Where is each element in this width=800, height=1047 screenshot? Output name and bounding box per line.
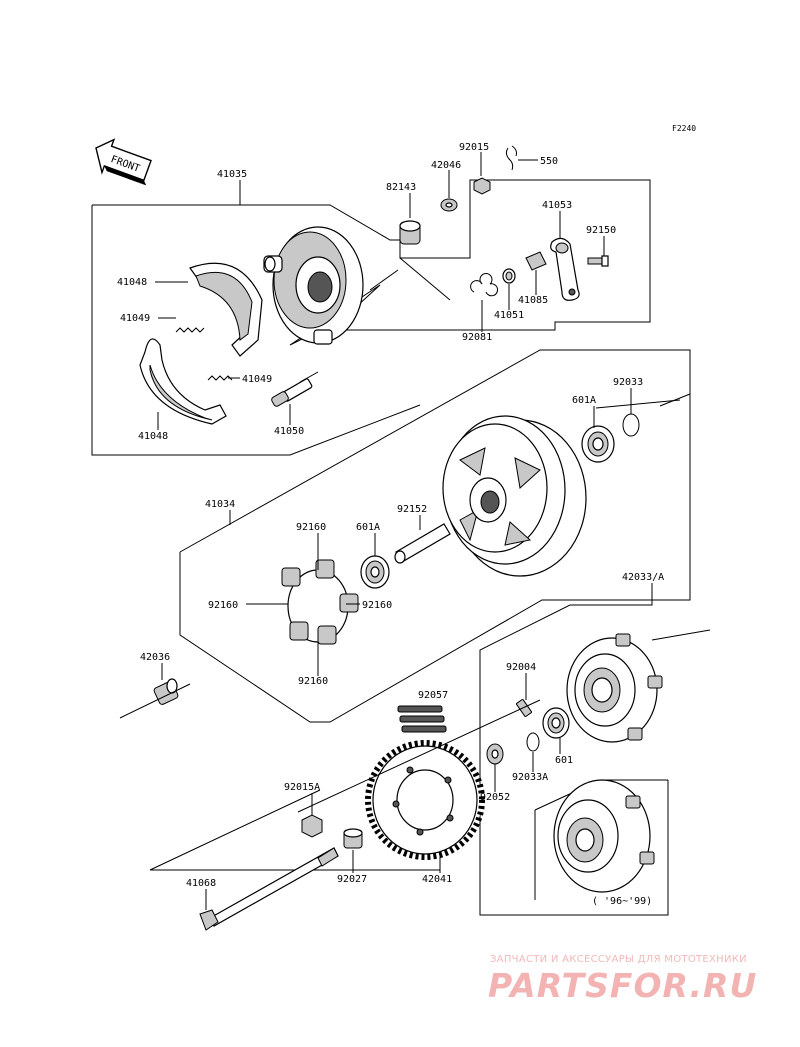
hub-damper [281,559,359,645]
label-92160-right: 92160 [362,600,392,611]
label-41053: 41053 [542,200,572,211]
bearing-left [360,555,390,589]
sprocket-coupling [566,633,663,743]
label-92150: 92150 [586,225,616,236]
label-92160-bottom: 92160 [298,676,328,687]
label-92027: 92027 [337,874,367,885]
circlip [622,413,640,437]
part-labels: 92015 550 42046 82143 41035 41053 92150 … [117,142,664,910]
circlip-coupling [526,732,540,752]
watermark-tagline: ЗАПЧАСТИ И АКСЕССУАРЫ ДЛЯ МОТОТЕХНИКИ [490,954,747,965]
axle-collar [343,828,363,849]
label-92160-top: 92160 [296,522,326,533]
label-601: 601 [555,755,573,766]
label-82143: 82143 [386,182,416,193]
bearing-right [581,425,615,463]
label-41034: 41034 [205,499,235,510]
label-42033A: 42033/A [622,572,664,583]
year-note: ( '96~'99) [592,896,652,907]
watermark: ЗАПЧАСТИ И АКСЕССУАРЫ ДЛЯ МОТОТЕХНИКИ PA… [488,954,757,1005]
front-arrow-icon: FRONT [95,138,152,186]
return-spring [470,273,499,297]
brake-shoe-lower [139,338,227,425]
wear-indicator [525,251,547,271]
brake-panel-group [91,145,651,456]
axle-nut [301,814,323,838]
label-41051: 41051 [494,310,524,321]
label-601A-left: 601A [356,522,380,533]
label-550: 550 [540,156,558,167]
rear-axle [199,847,339,931]
label-92052: 92052 [480,792,510,803]
stud [516,699,532,717]
label-41048-lower: 41048 [138,431,168,442]
bearing-coupling [542,707,570,739]
hub-group [119,349,691,723]
coupling-group: ( '96~'99) [149,592,711,931]
label-92152: 92152 [397,504,427,515]
label-42041: 42041 [422,874,452,885]
spring-lower [207,375,233,381]
collar [153,678,179,705]
label-92081: 92081 [462,332,492,343]
brake-lever [550,237,580,301]
spring-upper [175,327,205,333]
label-42046: 42046 [431,160,461,171]
label-92160-left: 92160 [208,600,238,611]
cotter-pin [505,147,514,171]
label-41049-lower: 41049 [242,374,272,385]
label-92033A: 92033A [512,772,548,783]
wheel-hub [442,415,587,577]
label-601A-right: 601A [572,395,596,406]
label-92004: 92004 [506,662,536,673]
chain-links [397,705,447,733]
bushing [399,220,421,245]
nut [473,177,491,195]
label-41050: 41050 [274,426,304,437]
bolt [587,255,609,267]
label-92015A: 92015A [284,782,320,793]
label-41049-upper: 41049 [120,313,150,324]
label-41048-upper: 41048 [117,277,147,288]
rear-sprocket [365,740,485,860]
coupling-variant [553,779,655,893]
spacer [394,523,451,564]
figure-code: F2240 [672,124,696,133]
watermark-logo: PARTSFOR.RU [488,966,757,1005]
label-92015: 92015 [459,142,489,153]
brake-cam [271,371,319,407]
label-42036: 42036 [140,652,170,663]
label-92033: 92033 [613,377,643,388]
label-41068: 41068 [186,878,216,889]
label-92057: 92057 [418,690,448,701]
label-41085: 41085 [518,295,548,306]
label-41035: 41035 [217,169,247,180]
